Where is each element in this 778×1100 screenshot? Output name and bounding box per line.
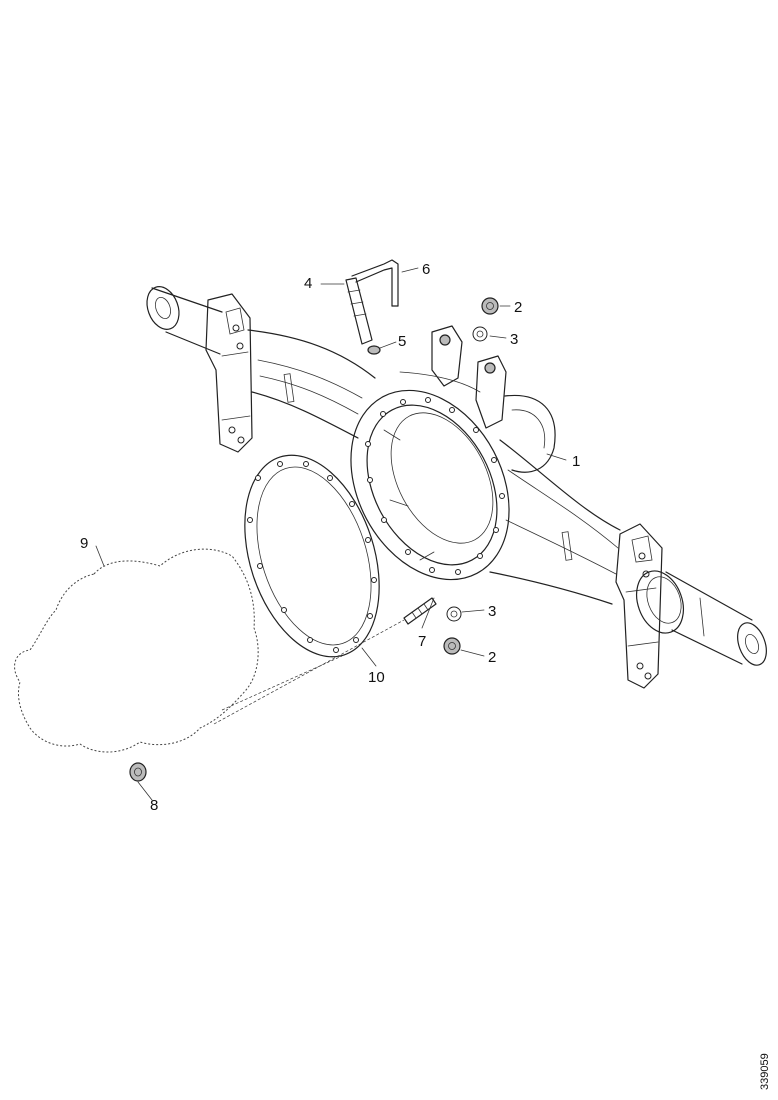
- callout-8: 8: [150, 797, 158, 814]
- stud: [403, 597, 437, 625]
- callout-4: 4: [304, 275, 312, 292]
- seal-washer-5: [367, 345, 381, 355]
- callout-2-bottom: 2: [488, 649, 496, 666]
- callout-9: 9: [80, 535, 88, 552]
- banjo-bolt-holes: [365, 397, 505, 575]
- callout-3-top: 3: [510, 331, 518, 348]
- axle-housing: [146, 286, 767, 689]
- callout-2-top: 2: [514, 299, 522, 316]
- breather-pipe: [351, 259, 399, 307]
- drain-plug: [129, 762, 147, 782]
- differential-carrier-outline: [14, 548, 405, 753]
- callout-1: 1: [572, 453, 580, 470]
- washer-top: [472, 326, 488, 342]
- nut-bottom: [443, 637, 461, 655]
- leader-lines: [95, 267, 567, 801]
- callout-7: 7: [418, 633, 426, 650]
- reference-number: 339059: [759, 1053, 771, 1090]
- callout-3-bottom: 3: [488, 603, 496, 620]
- washer-bottom: [446, 606, 462, 622]
- breather-valve: [345, 277, 373, 345]
- callout-5: 5: [398, 333, 406, 350]
- nut-top: [481, 297, 499, 315]
- callout-10: 10: [368, 669, 385, 686]
- callout-6: 6: [422, 261, 430, 278]
- gasket: [244, 454, 380, 658]
